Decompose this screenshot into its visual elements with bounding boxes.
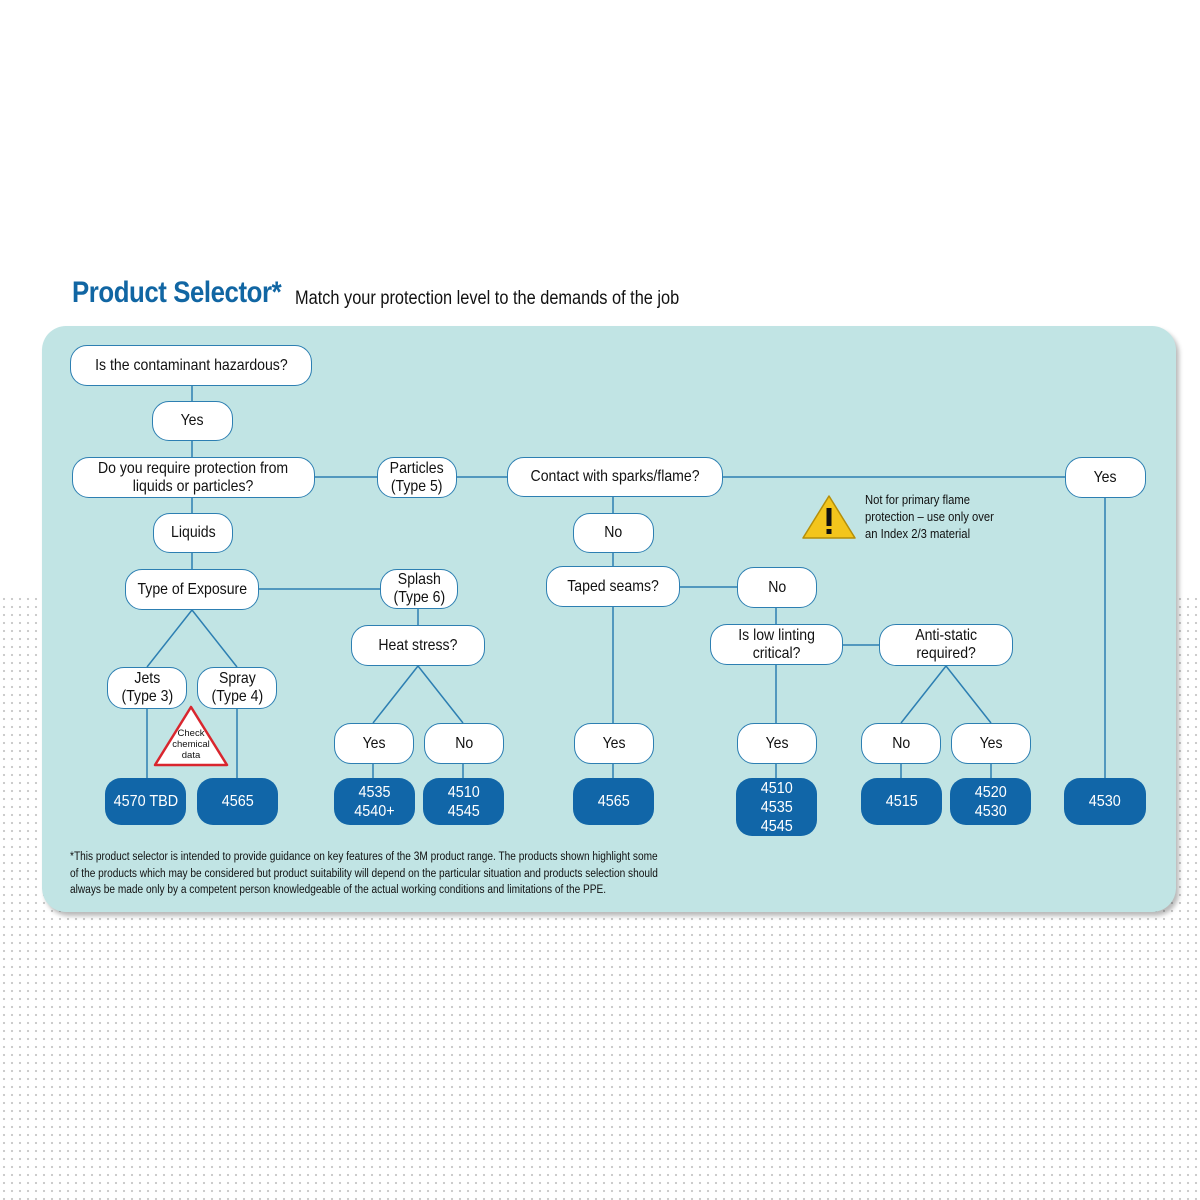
product-4515: 4515 xyxy=(861,778,942,825)
product-4570-tbd: 4570 TBD xyxy=(105,778,186,825)
node-splash: Splash (Type 6) xyxy=(380,569,458,609)
footnote: *This product selector is intended to pr… xyxy=(70,851,658,896)
connector xyxy=(372,665,419,724)
node-hazardous: Is the contaminant hazardous? xyxy=(70,345,312,386)
node-heat-stress: Heat stress? xyxy=(351,625,485,666)
node-low-linting: Is low linting critical? xyxy=(710,624,843,665)
node-taped-seams: Taped seams? xyxy=(546,566,680,607)
connector xyxy=(146,609,193,668)
product-4510-4535-4545: 4510 4535 4545 xyxy=(736,778,817,836)
node-protection-question: Do you require protection from liquids o… xyxy=(72,457,315,498)
product-4510-4545: 4510 4545 xyxy=(423,778,504,825)
product-4520-4530: 4520 4530 xyxy=(950,778,1031,825)
connector xyxy=(191,609,238,668)
product-4535-4540: 4535 4540+ xyxy=(334,778,415,825)
node-linting-yes: Yes xyxy=(737,723,817,764)
node-spray: Spray (Type 4) xyxy=(197,667,277,709)
node-heat-yes: Yes xyxy=(334,723,414,764)
node-sparks-question: Contact with sparks/flame? xyxy=(507,457,723,497)
page-subtitle: Match your protection level to the deman… xyxy=(295,288,680,309)
node-no-taped: No xyxy=(737,567,817,608)
check-chemical-text: Check chemical data xyxy=(172,728,210,761)
node-anti-yes: Yes xyxy=(951,723,1031,764)
title-row: Product Selector* Match your protection … xyxy=(72,276,679,310)
connector xyxy=(900,665,947,724)
connector xyxy=(945,665,992,724)
node-jets: Jets (Type 3) xyxy=(107,667,187,709)
node-type-of-exposure: Type of Exposure xyxy=(125,569,259,610)
page-title: Product Selector* xyxy=(72,276,282,309)
node-particles: Particles (Type 5) xyxy=(377,457,457,498)
product-4565-spray: 4565 xyxy=(197,778,278,825)
flame-warning-text: Not for primary flame protection – use o… xyxy=(865,493,994,541)
node-heat-no: No xyxy=(424,723,504,764)
product-4565-taped: 4565 xyxy=(573,778,654,825)
connector xyxy=(417,665,464,724)
product-4530: 4530 xyxy=(1064,778,1146,825)
node-anti-no: No xyxy=(861,723,941,764)
node-yes-top: Yes xyxy=(152,401,233,441)
check-triangle-icon xyxy=(153,705,229,767)
warning-triangle-icon xyxy=(802,495,856,539)
node-taped-yes: Yes xyxy=(574,723,654,764)
node-yes-sparks: Yes xyxy=(1065,457,1146,498)
node-liquids: Liquids xyxy=(153,513,233,553)
node-anti-static: Anti-static required? xyxy=(879,624,1013,666)
node-no-sparks: No xyxy=(573,513,654,553)
